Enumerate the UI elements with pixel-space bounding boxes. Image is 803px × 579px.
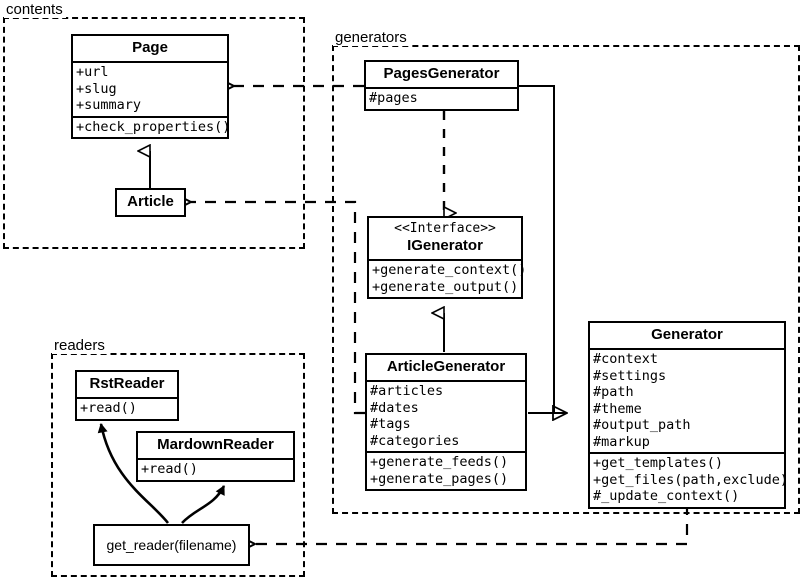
operation-row: +get_templates() <box>593 455 724 471</box>
operation-row: +generate_context() <box>372 262 527 278</box>
class-article-generator-operations: +generate_feeds() +generate_pages() <box>367 451 525 489</box>
package-contents-label: contents <box>4 2 66 18</box>
class-igenerator-title: <<Interface>> IGenerator <box>369 218 521 259</box>
function-get-reader[interactable]: get_reader(filename) <box>93 524 250 566</box>
class-article-generator-attributes: #articles #dates #tags #categories <box>367 380 525 451</box>
class-pages-generator-title: PagesGenerator <box>383 65 500 82</box>
package-readers-label: readers <box>52 338 108 354</box>
class-igenerator-stereotype: <<Interface>> <box>394 221 496 236</box>
class-rst-reader[interactable]: RstReader +read() <box>75 370 179 421</box>
class-generator-operations: +get_templates() +get_files(path,exclude… <box>590 452 789 507</box>
operation-row: +read() <box>141 461 198 477</box>
attribute-row: +summary <box>76 97 142 113</box>
operation-row: +get_files(path,exclude) <box>593 471 789 488</box>
function-get-reader-label: get_reader(filename) <box>106 537 237 553</box>
class-generator-attributes: #context #settings #path #theme #output_… <box>590 348 784 452</box>
class-generator-title: Generator <box>651 326 723 343</box>
class-article[interactable]: Article <box>115 188 186 217</box>
operation-row: +check_properties() <box>76 118 231 135</box>
class-pages-generator-attributes: #pages <box>366 87 517 109</box>
class-page[interactable]: Page +url +slug +summary +check_properti… <box>71 34 231 139</box>
attribute-row: #categories <box>370 432 460 449</box>
class-pages-generator[interactable]: PagesGenerator #pages <box>364 60 519 111</box>
class-igenerator-operations: +generate_context() +generate_output() <box>369 259 527 297</box>
operation-row: +generate_feeds() <box>370 454 509 470</box>
operation-row: +generate_output() <box>372 278 519 295</box>
attribute-row: #tags <box>370 416 411 432</box>
attribute-row: +slug <box>76 80 117 97</box>
operation-row: +read() <box>80 400 137 416</box>
class-rst-reader-operations: +read() <box>77 397 177 419</box>
attribute-row: #markup <box>593 433 650 450</box>
class-mardown-reader[interactable]: MardownReader +read() <box>136 431 295 482</box>
class-generator[interactable]: Generator #context #settings #path #them… <box>588 321 789 509</box>
class-article-generator-title: ArticleGenerator <box>386 358 506 375</box>
attribute-row: #output_path <box>593 417 691 433</box>
class-mardown-reader-operations: +read() <box>138 458 293 480</box>
attribute-row: +url <box>76 64 109 80</box>
package-contents <box>3 17 305 249</box>
class-page-title: Page <box>132 39 168 56</box>
class-rst-reader-title: RstReader <box>89 375 165 392</box>
class-igenerator[interactable]: <<Interface>> IGenerator +generate_conte… <box>367 216 527 299</box>
class-article-generator[interactable]: ArticleGenerator #articles #dates #tags … <box>365 353 527 491</box>
attribute-row: #pages <box>369 90 418 106</box>
package-generators-label: generators <box>333 30 410 46</box>
operation-row: +generate_pages() <box>370 470 509 487</box>
package-readers <box>51 353 305 577</box>
attribute-row: #theme <box>593 400 642 417</box>
operation-row: #_update_context() <box>593 488 740 504</box>
attribute-row: #articles <box>370 383 444 399</box>
attribute-row: #settings <box>593 367 667 384</box>
class-igenerator-name: IGenerator <box>407 237 483 254</box>
class-article-title: Article <box>127 193 174 210</box>
attribute-row: #context <box>593 351 659 367</box>
attribute-row: #path <box>593 384 634 400</box>
attribute-row: #dates <box>370 399 419 416</box>
class-mardown-reader-title: MardownReader <box>157 436 274 453</box>
class-page-attributes: +url +slug +summary <box>73 61 227 116</box>
class-page-operations: +check_properties() <box>73 115 231 138</box>
